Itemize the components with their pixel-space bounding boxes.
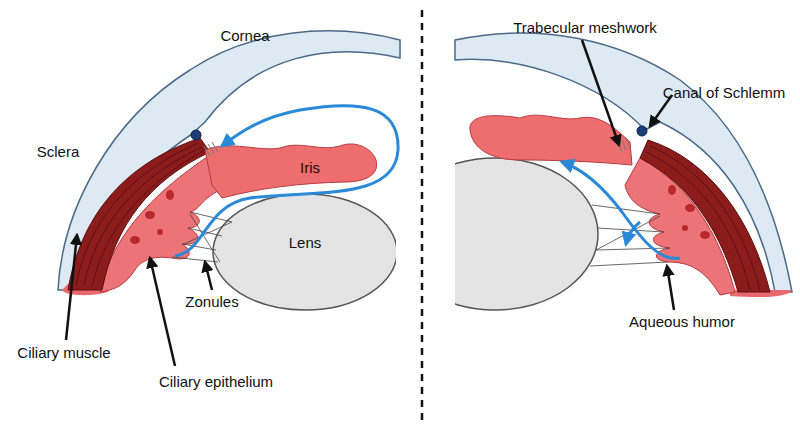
sclera-cornea: [455, 33, 792, 292]
part-label: Trabecular meshwork: [513, 19, 657, 37]
part-label: Aqueous humor: [629, 313, 735, 331]
iris-shape: [470, 115, 632, 165]
aqueous-flow: [626, 222, 640, 244]
aqueous-flow: [562, 162, 680, 258]
part-label: Cornea: [220, 27, 269, 45]
part-label: Sclera: [37, 143, 80, 161]
divider: [421, 10, 424, 420]
part-label: Iris: [300, 159, 320, 177]
sclera-cornea: [58, 31, 400, 290]
trabecular-patch: [204, 142, 218, 156]
vessels: [668, 185, 710, 239]
lens-shape: [213, 194, 396, 310]
aqueous-flow: [175, 106, 398, 256]
leader-lines: [66, 40, 674, 366]
trabecular-patch: [618, 138, 630, 152]
muscle-fibres: [76, 143, 205, 287]
part-label: Ciliary muscle: [17, 344, 110, 362]
part-label: Canal of Schlemm: [663, 84, 786, 102]
canal-circle: [637, 126, 647, 136]
muscle-fibres: [646, 146, 760, 290]
lens-shape: [455, 158, 598, 310]
vessels: [130, 190, 174, 244]
zonule-fibres: [590, 205, 670, 266]
part-label: Lens: [289, 234, 322, 252]
part-label: Ciliary epithelium: [159, 373, 273, 391]
ciliary-muscle: [68, 138, 210, 290]
part-label: Zonules: [185, 293, 238, 311]
canal-circle: [191, 130, 201, 140]
